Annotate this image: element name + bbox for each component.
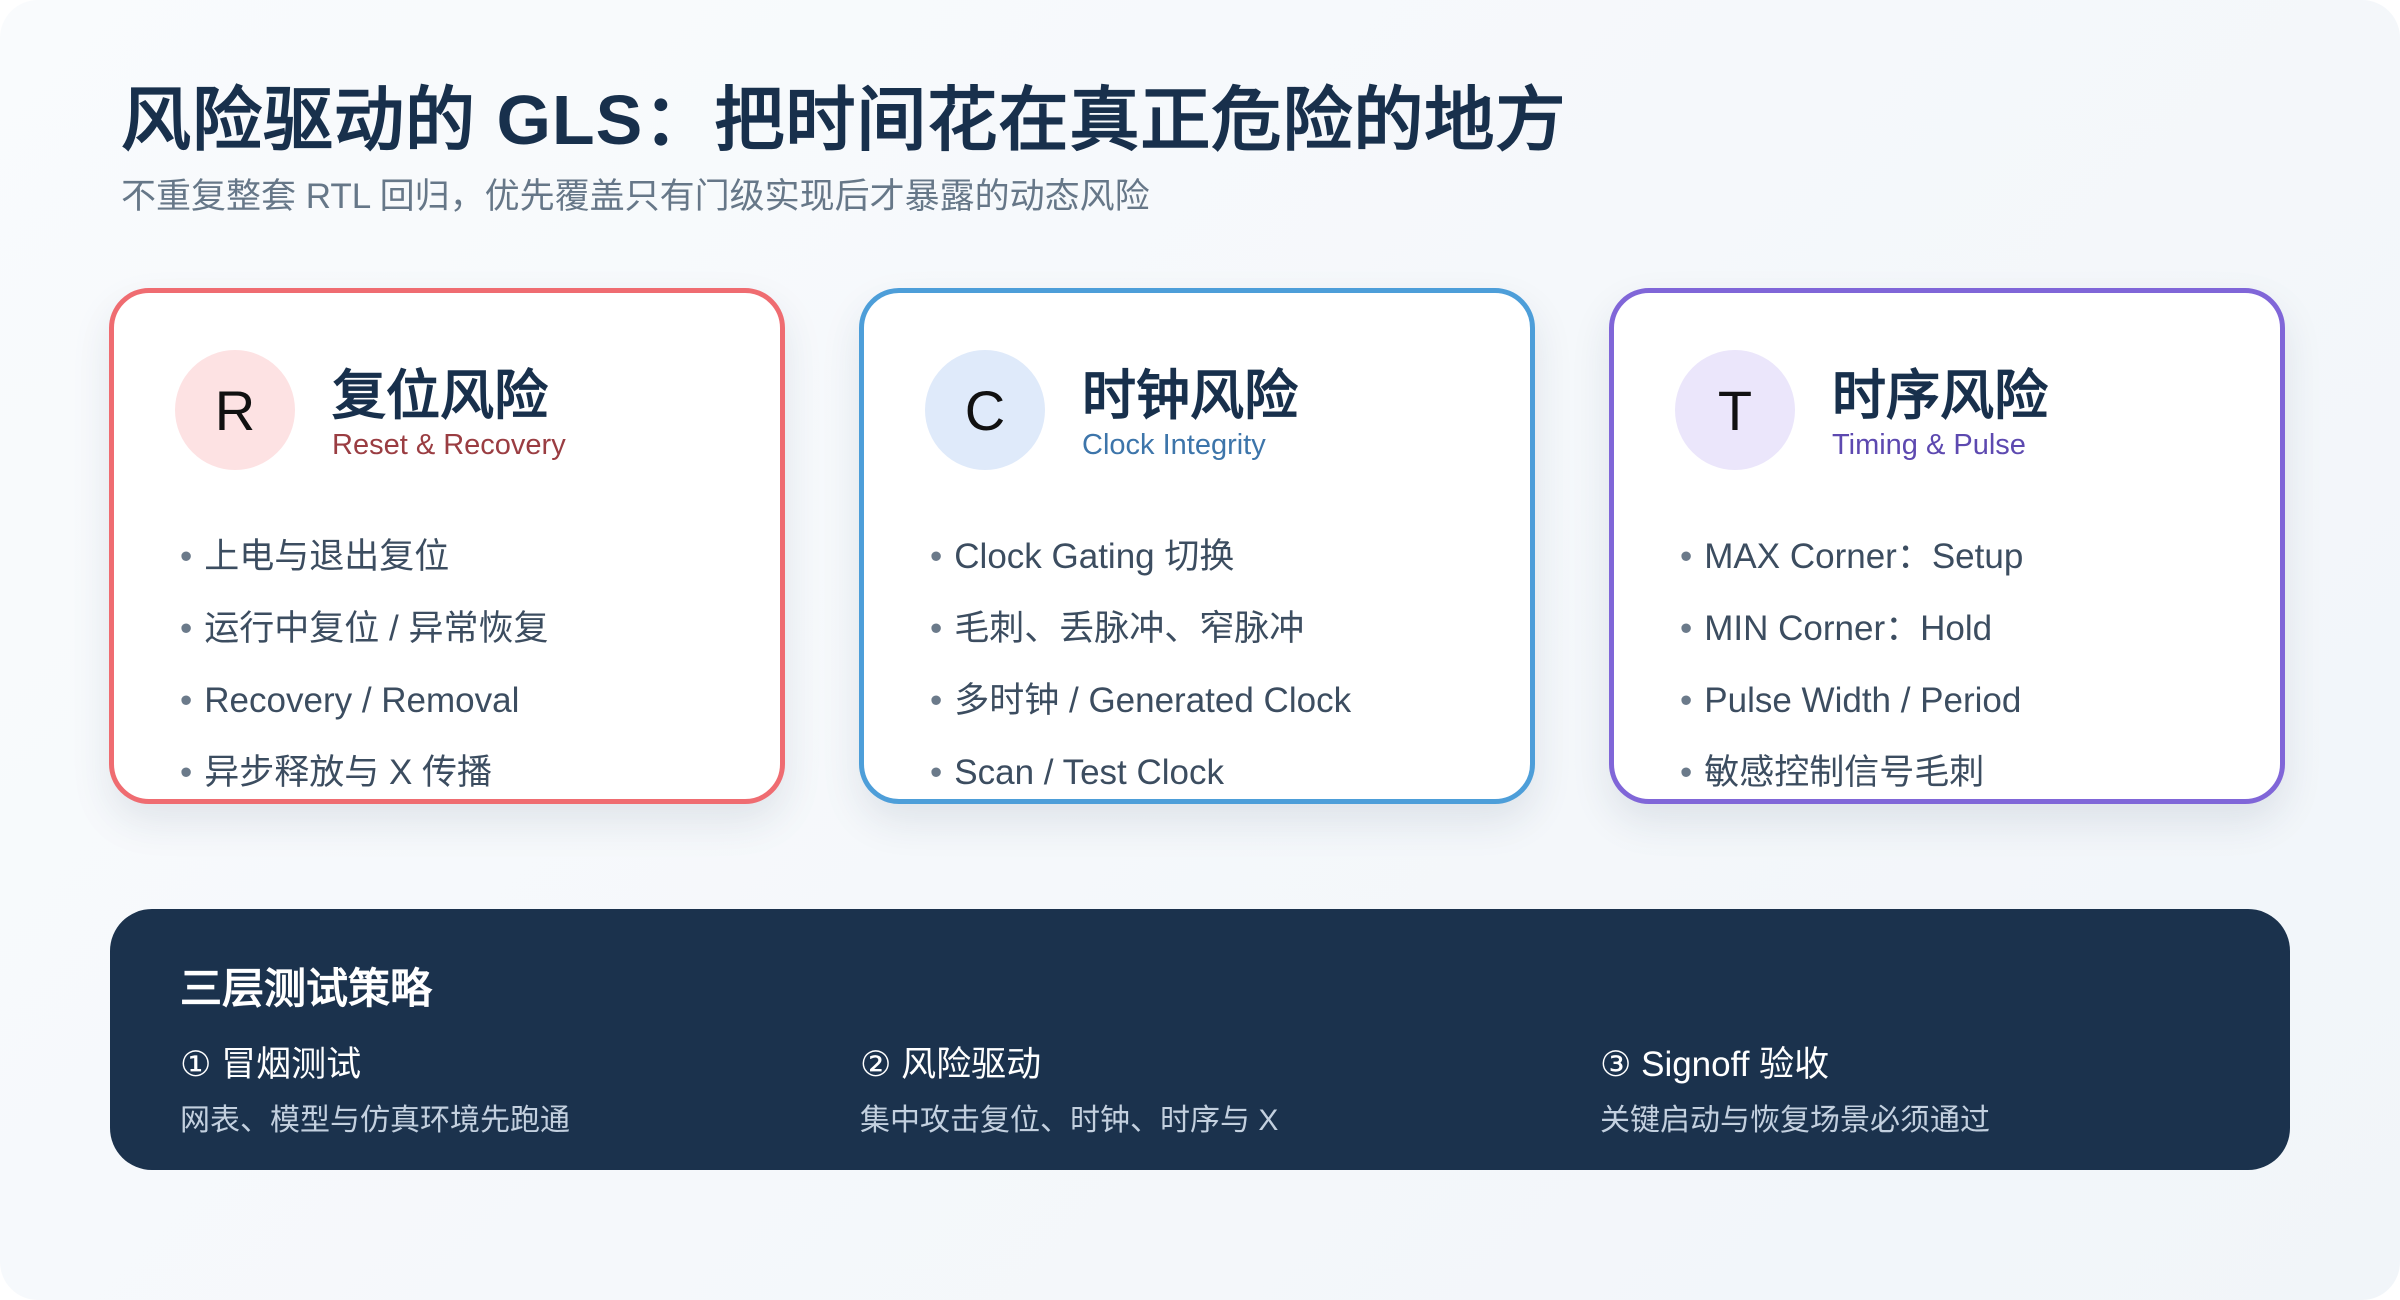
step-label: ① 冒烟测试 bbox=[180, 1045, 362, 1084]
list-item: Pulse Width / Period bbox=[1680, 665, 2023, 737]
list-item: 多时钟 / Generated Clock bbox=[930, 665, 1351, 737]
timing-risk-card: T 时序风险 Timing & Pulse MAX Corner：Setup M… bbox=[1609, 288, 2285, 804]
step-description: 集中攻击复位、时钟、时序与 X bbox=[860, 1104, 1279, 1137]
risk-list: Clock Gating 切换 毛刺、丢脉冲、窄脉冲 多时钟 / Generat… bbox=[930, 521, 1351, 809]
card-title: 时钟风险 bbox=[1082, 366, 1298, 426]
timing-badge-icon: T bbox=[1675, 350, 1795, 470]
list-item: 运行中复位 / 异常恢复 bbox=[180, 593, 548, 665]
list-item: 毛刺、丢脉冲、窄脉冲 bbox=[930, 593, 1351, 665]
card-title: 时序风险 bbox=[1832, 366, 2048, 426]
list-item: MIN Corner：Hold bbox=[1680, 593, 2023, 665]
list-item: Recovery / Removal bbox=[180, 665, 548, 737]
step-description: 网表、模型与仿真环境先跑通 bbox=[180, 1104, 570, 1137]
clock-badge-icon: C bbox=[925, 350, 1045, 470]
strategy-step-risk-driven: ② 风险驱动 集中攻击复位、时钟、时序与 X bbox=[860, 1043, 1278, 1141]
strategy-step-signoff: ③ Signoff 验收 关键启动与恢复场景必须通过 bbox=[1600, 1043, 1990, 1141]
card-subtitle: Reset & Recovery bbox=[332, 429, 566, 461]
card-subtitle: Clock Integrity bbox=[1082, 429, 1266, 461]
card-subtitle: Timing & Pulse bbox=[1832, 429, 2026, 461]
risk-list: 上电与退出复位 运行中复位 / 异常恢复 Recovery / Removal … bbox=[180, 521, 548, 809]
list-item: MAX Corner：Setup bbox=[1680, 521, 2023, 593]
clock-risk-card: C 时钟风险 Clock Integrity Clock Gating 切换 毛… bbox=[859, 288, 1535, 804]
page-subtitle: 不重复整套 RTL 回归，优先覆盖只有门级实现后才暴露的动态风险 bbox=[121, 177, 1150, 216]
step-label: ③ Signoff 验收 bbox=[1600, 1045, 1830, 1084]
test-strategy-panel: 三层测试策略 ① 冒烟测试 网表、模型与仿真环境先跑通 ② 风险驱动 集中攻击复… bbox=[110, 909, 2290, 1170]
risk-list: MAX Corner：Setup MIN Corner：Hold Pulse W… bbox=[1680, 521, 2023, 809]
reset-badge-icon: R bbox=[175, 350, 295, 470]
page-title: 风险驱动的 GLS：把时间花在真正危险的地方 bbox=[121, 81, 1567, 159]
list-item: 敏感控制信号毛刺 bbox=[1680, 737, 2023, 809]
list-item: Scan / Test Clock bbox=[930, 737, 1351, 809]
list-item: 上电与退出复位 bbox=[180, 521, 548, 593]
list-item: 异步释放与 X 传播 bbox=[180, 737, 548, 809]
strategy-step-smoke: ① 冒烟测试 网表、模型与仿真环境先跑通 bbox=[180, 1043, 570, 1141]
reset-risk-card: R 复位风险 Reset & Recovery 上电与退出复位 运行中复位 / … bbox=[109, 288, 785, 804]
step-label: ② 风险驱动 bbox=[860, 1045, 1042, 1084]
step-description: 关键启动与恢复场景必须通过 bbox=[1600, 1104, 1990, 1137]
strategy-title: 三层测试策略 bbox=[180, 965, 433, 1012]
card-title: 复位风险 bbox=[332, 366, 548, 426]
list-item: Clock Gating 切换 bbox=[930, 521, 1351, 593]
